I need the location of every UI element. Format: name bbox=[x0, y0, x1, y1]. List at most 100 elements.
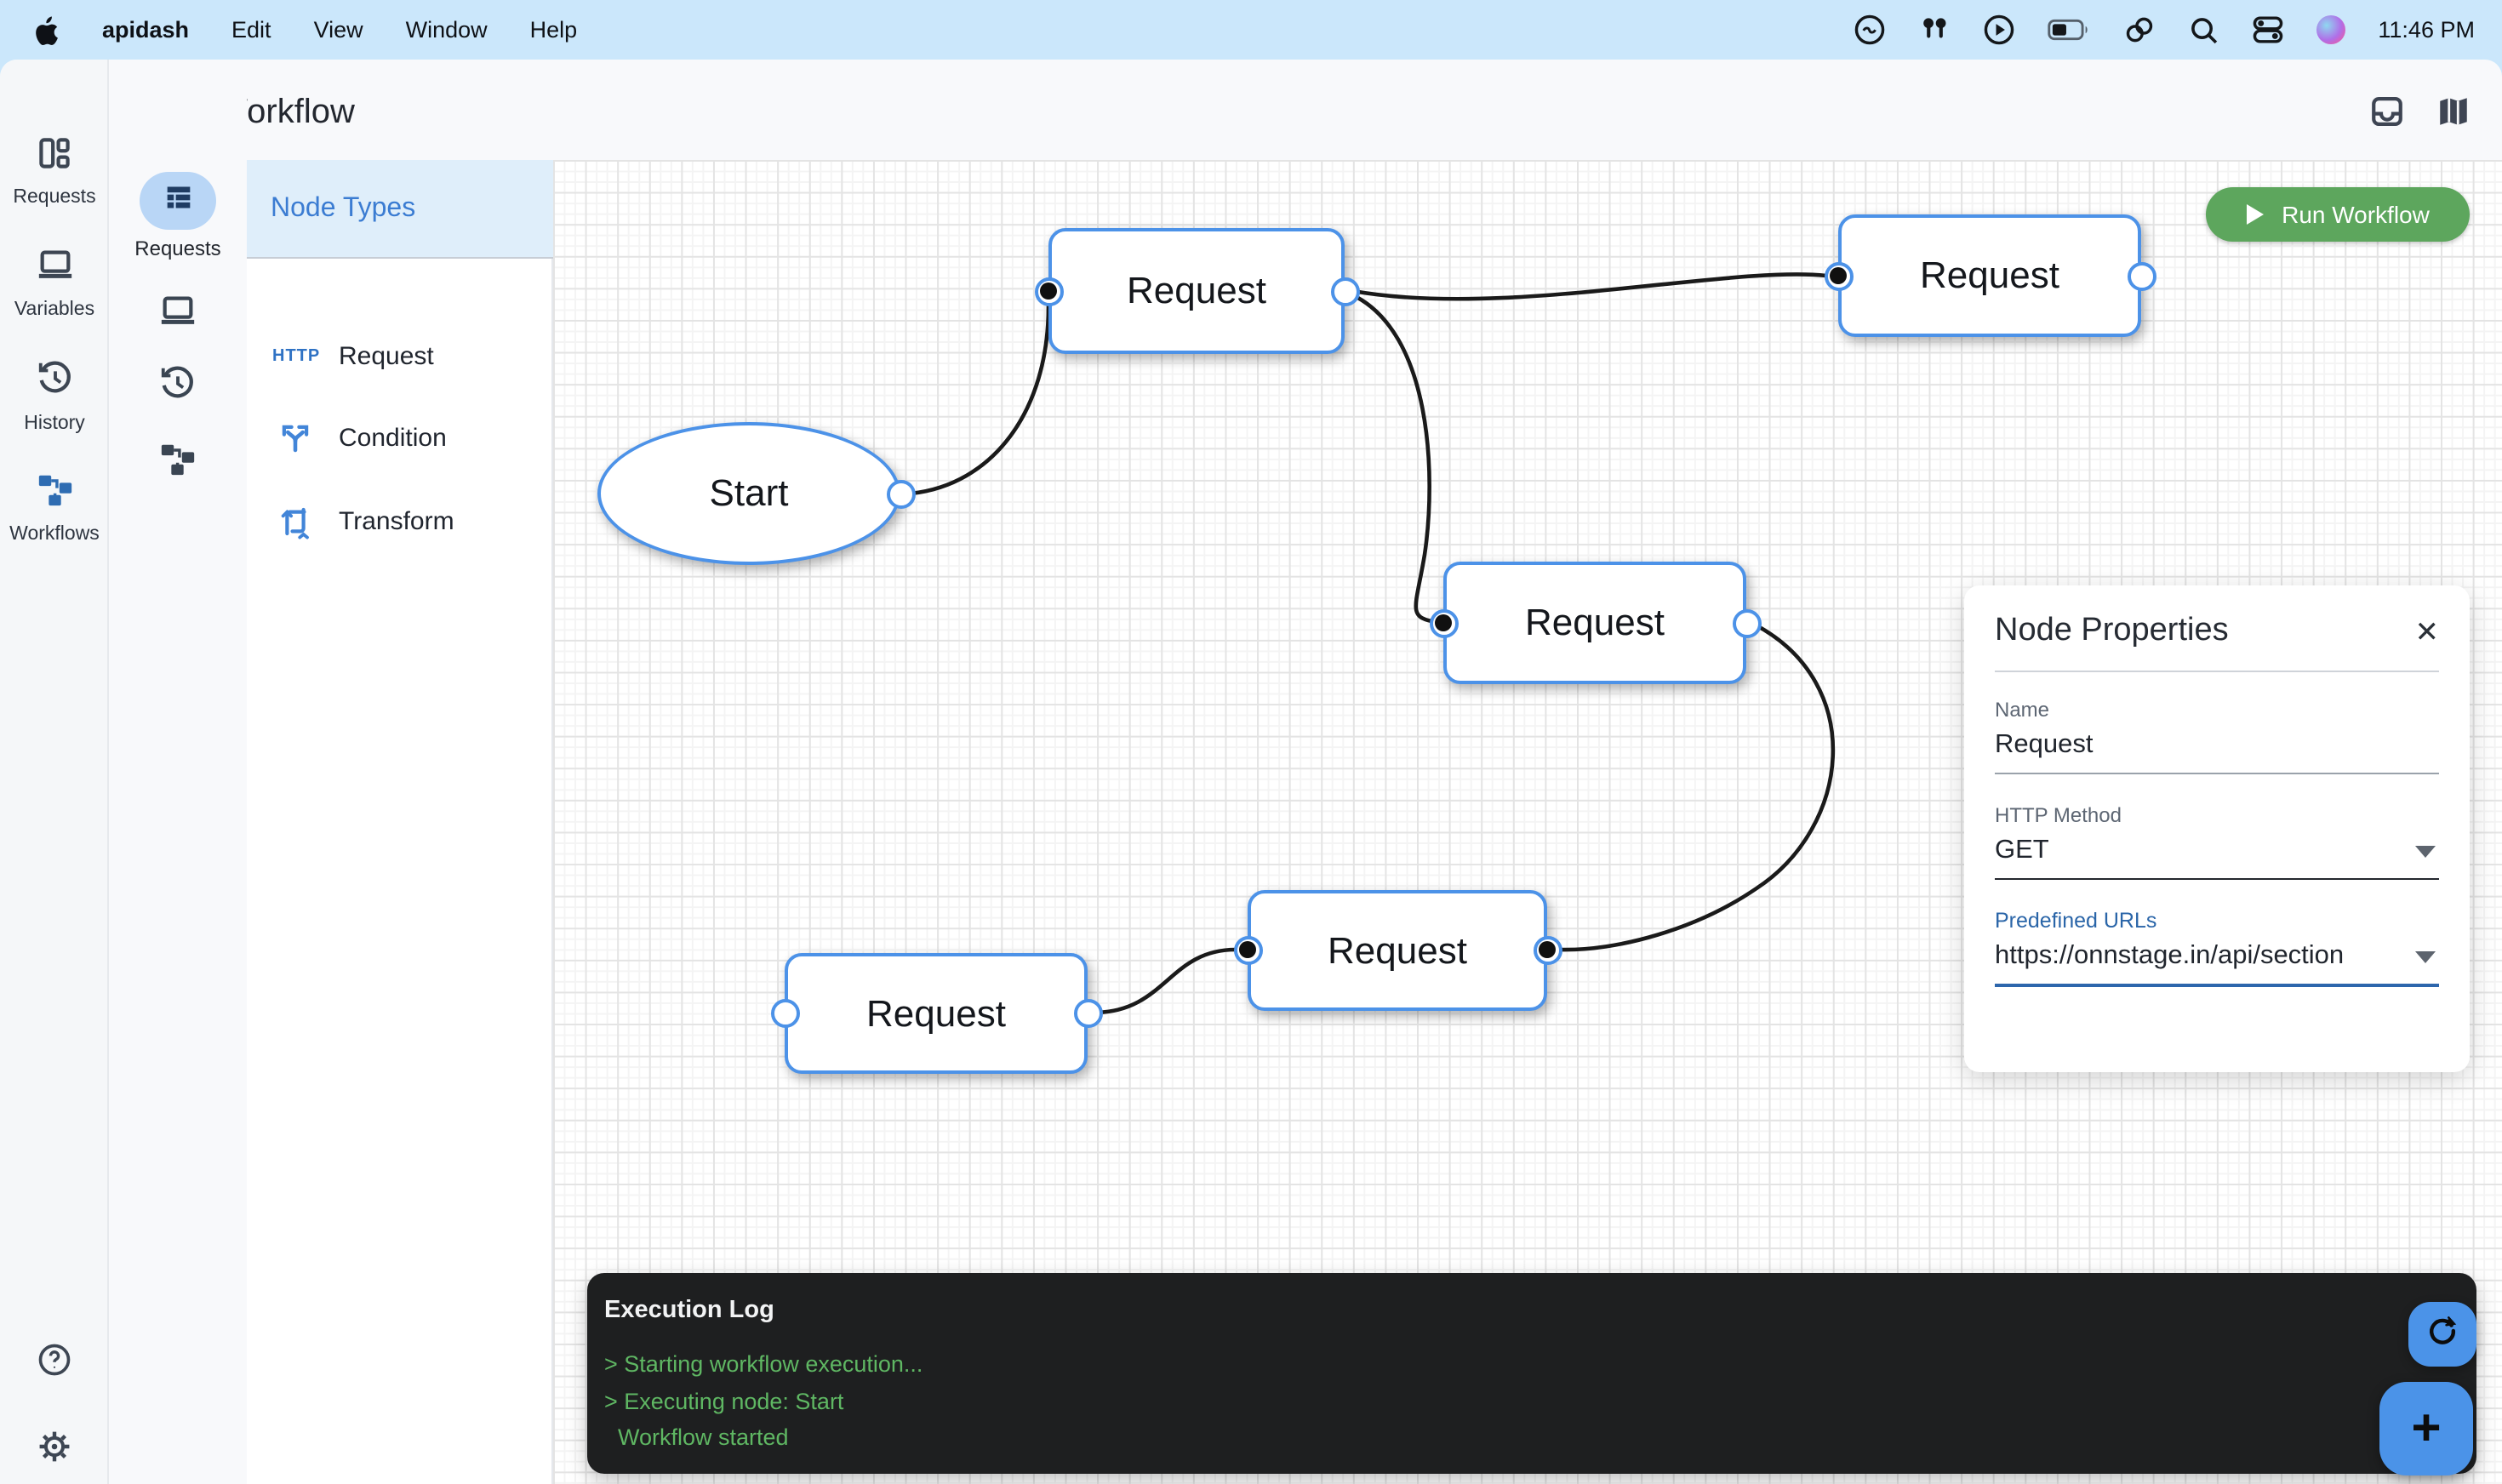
log-line: > Starting workflow execution... bbox=[604, 1351, 923, 1377]
http-method-label: HTTP Method bbox=[1995, 803, 2122, 827]
history-icon bbox=[35, 359, 74, 407]
port-request3-out[interactable] bbox=[1732, 608, 1761, 637]
control-center-icon[interactable] bbox=[2252, 14, 2284, 46]
edges-layer bbox=[908, 272, 1836, 1015]
sidebar-item-label: Variables bbox=[14, 300, 95, 320]
help-button[interactable] bbox=[0, 1341, 109, 1387]
properties-title: Node Properties bbox=[1995, 613, 2229, 648]
palette-item-label: Request bbox=[339, 341, 434, 370]
creative-cloud-icon[interactable] bbox=[1854, 14, 1886, 46]
sidebar-item-label: Requests bbox=[13, 187, 96, 208]
node-label: Request bbox=[1525, 601, 1665, 643]
predefined-urls-value: https://onnstage.in/api/section bbox=[1995, 941, 2345, 970]
siri-icon[interactable] bbox=[2316, 15, 2346, 44]
port-request2-out[interactable] bbox=[2127, 261, 2156, 290]
port-request1-in[interactable] bbox=[1034, 277, 1063, 305]
hotspot-icon[interactable] bbox=[2122, 14, 2156, 46]
play-circle-icon[interactable] bbox=[1983, 14, 2015, 46]
node-palette-title: Node Types bbox=[271, 193, 416, 222]
port-request3-in[interactable] bbox=[1429, 608, 1458, 637]
edge bbox=[1094, 947, 1238, 1015]
menu-bar-clock[interactable]: 11:46 PM bbox=[2378, 17, 2475, 43]
dashboard-icon bbox=[36, 134, 73, 180]
palette-item-label: Condition bbox=[339, 423, 447, 452]
menu-view[interactable]: View bbox=[313, 17, 363, 43]
laptop-icon[interactable] bbox=[109, 291, 247, 330]
execution-log-title: Execution Log bbox=[604, 1297, 774, 1324]
tab-requests-label: Requests bbox=[134, 237, 221, 260]
gear-icon bbox=[36, 1428, 73, 1474]
workflow-icon bbox=[35, 470, 74, 517]
menu-app-name[interactable]: apidash bbox=[102, 17, 190, 43]
workflow-icon[interactable] bbox=[109, 439, 247, 478]
http-method-select[interactable]: GET bbox=[1995, 827, 2439, 880]
node-properties-panel: Node Properties ✕ Name Request HTTP Meth… bbox=[1964, 585, 2470, 1072]
edge bbox=[1351, 272, 1829, 301]
name-field-label: Name bbox=[1995, 698, 2050, 722]
chevron-down-icon bbox=[2415, 845, 2436, 857]
port-request1-out[interactable] bbox=[1330, 277, 1359, 305]
log-line: Workflow started bbox=[618, 1424, 789, 1450]
menu-help[interactable]: Help bbox=[529, 17, 578, 43]
node-request-4[interactable]: Request bbox=[785, 953, 1088, 1074]
laptop-icon bbox=[35, 245, 74, 293]
palette-item-request[interactable]: HTTP Request bbox=[247, 322, 553, 390]
add-button[interactable]: + bbox=[2379, 1382, 2473, 1475]
sidebar-item-label: Workflows bbox=[9, 524, 100, 545]
tab-requests[interactable] bbox=[140, 172, 216, 230]
sidebar-item-history[interactable]: History bbox=[0, 359, 109, 434]
app-window: New Workflow Requests Variables bbox=[0, 60, 2502, 1484]
inbox-icon[interactable] bbox=[2369, 94, 2405, 138]
port-request5-out[interactable] bbox=[1533, 935, 1562, 964]
divider bbox=[1995, 671, 2439, 672]
apple-menu-icon[interactable] bbox=[34, 14, 60, 45]
collection-rail: Requests bbox=[109, 60, 247, 1484]
http-method-value: GET bbox=[1995, 836, 2049, 865]
node-request-1[interactable]: Request bbox=[1048, 228, 1345, 354]
port-request5-in[interactable] bbox=[1233, 935, 1262, 964]
list-icon bbox=[161, 180, 195, 222]
sidebar-item-workflows[interactable]: Workflows bbox=[0, 470, 109, 545]
node-request-3[interactable]: Request bbox=[1443, 562, 1746, 684]
name-field[interactable]: Request bbox=[1995, 722, 2439, 774]
menu-edit[interactable]: Edit bbox=[231, 17, 271, 43]
node-label: Request bbox=[1920, 254, 2059, 296]
palette-item-condition[interactable]: Condition bbox=[247, 403, 553, 471]
sidebar-item-variables[interactable]: Variables bbox=[0, 245, 109, 320]
sidebar-item-label: History bbox=[24, 414, 85, 434]
node-label: Request bbox=[1127, 269, 1266, 311]
port-start-out[interactable] bbox=[886, 479, 915, 508]
edge bbox=[1349, 292, 1434, 624]
settings-button[interactable] bbox=[0, 1428, 109, 1474]
menu-window[interactable]: Window bbox=[405, 17, 488, 43]
map-icon[interactable] bbox=[2436, 94, 2471, 138]
spotlight-icon[interactable] bbox=[2189, 14, 2219, 45]
transform-icon bbox=[272, 503, 317, 539]
refresh-button[interactable] bbox=[2408, 1302, 2476, 1367]
history-icon[interactable] bbox=[109, 364, 247, 403]
node-palette: Node Types HTTP Request Condition Transf… bbox=[247, 160, 553, 1484]
refresh-icon bbox=[2424, 1311, 2461, 1357]
log-line: > Executing node: Start bbox=[604, 1388, 844, 1413]
node-request-5[interactable]: Request bbox=[1248, 890, 1547, 1011]
battery-icon[interactable] bbox=[2048, 17, 2090, 43]
node-request-2[interactable]: Request bbox=[1838, 214, 2141, 337]
predefined-urls-select[interactable]: https://onnstage.in/api/section bbox=[1995, 933, 2439, 987]
predefined-urls-label: Predefined URLs bbox=[1995, 909, 2157, 933]
palette-item-label: Transform bbox=[339, 506, 454, 535]
node-label: Request bbox=[866, 991, 1006, 1034]
chevron-down-icon bbox=[2415, 950, 2436, 962]
http-badge: HTTP bbox=[272, 346, 321, 365]
run-workflow-button[interactable]: Run Workflow bbox=[2206, 187, 2470, 242]
run-workflow-label: Run Workflow bbox=[2282, 201, 2430, 228]
port-request4-in[interactable] bbox=[770, 998, 799, 1027]
sidebar-item-requests[interactable]: Requests bbox=[0, 134, 109, 208]
port-request4-out[interactable] bbox=[1073, 998, 1102, 1027]
close-icon[interactable]: ✕ bbox=[2414, 615, 2440, 648]
node-palette-header: Node Types bbox=[247, 160, 553, 259]
palette-item-transform[interactable]: Transform bbox=[247, 487, 553, 555]
airpods-icon[interactable] bbox=[1918, 14, 1951, 46]
port-request2-in[interactable] bbox=[1824, 261, 1853, 290]
node-start[interactable]: Start bbox=[597, 422, 900, 565]
